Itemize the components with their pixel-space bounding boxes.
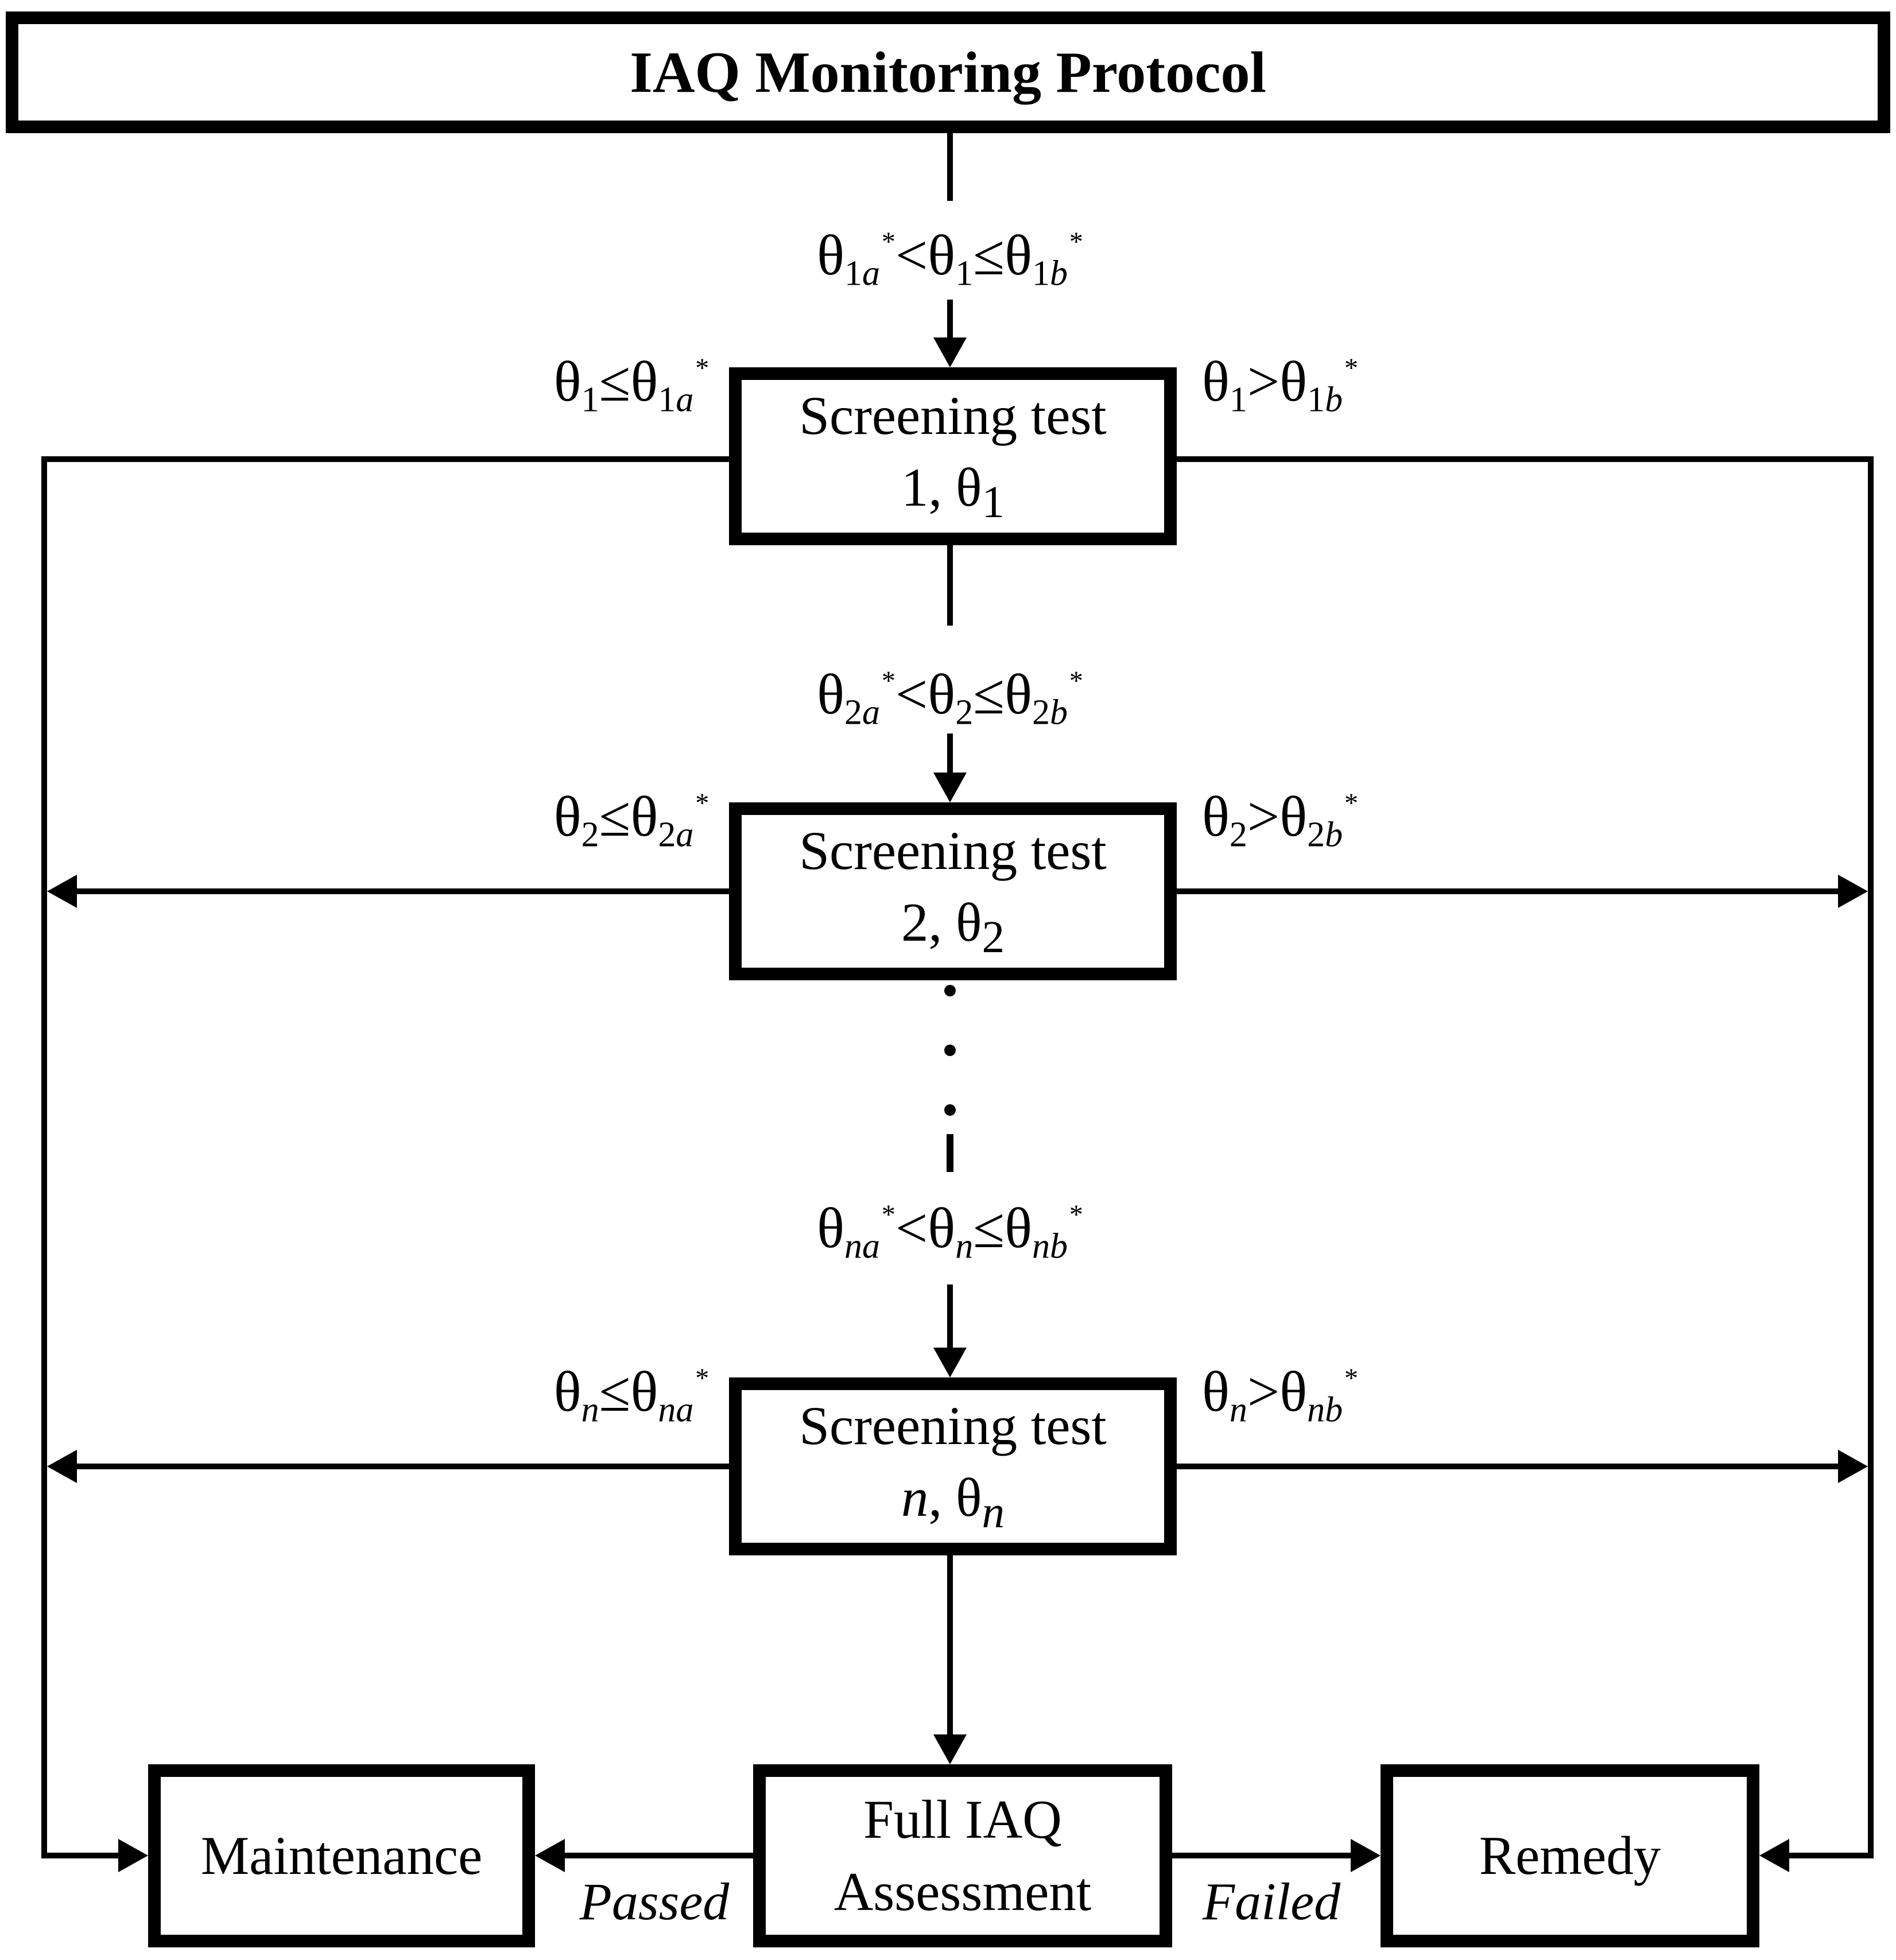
node-full-iaq-assessment: Full IAQ Assessment xyxy=(753,1764,1172,1947)
passed-edge-label: Passed xyxy=(579,1872,730,1931)
failed-edge-label: Failed xyxy=(1202,1872,1341,1931)
connector-test1-fail-line xyxy=(1177,456,1874,462)
arrowhead-failed-into-remedy-icon xyxy=(1351,1839,1381,1872)
condition-fail-testn: θn > θnb* xyxy=(1201,1360,1359,1430)
rail-fail-right xyxy=(1868,456,1874,1858)
continuation-dot-1 xyxy=(944,985,956,996)
node-screening-test-n: Screening test n, θn xyxy=(729,1377,1177,1555)
assessment-line2: Assessment xyxy=(833,1861,1092,1922)
connector-test1-to-test2-arrow-shaft xyxy=(947,733,953,774)
condition-pass-test2: θ2 ≤ θ2a* xyxy=(553,785,709,855)
connector-test1-pass-line xyxy=(41,456,729,462)
protocol-title-text: IAQ Monitoring Protocol xyxy=(630,40,1266,105)
condition-enter-test1: θ1a* < θ1 ≤ θ1b* xyxy=(817,223,1083,293)
arrowhead-testn-fail-to-rail-icon xyxy=(1838,1450,1868,1483)
connector-test2-fail-line xyxy=(1177,888,1838,894)
arrowhead-into-test2-icon xyxy=(933,773,967,802)
connector-testn-to-assessment-shaft xyxy=(947,1555,953,1736)
arrowhead-into-test1-icon xyxy=(933,337,967,367)
arrowhead-into-assessment-icon xyxy=(933,1734,967,1764)
connector-dash-before-testn xyxy=(947,1134,953,1172)
node-screening-test-1: Screening test 1, θ1 xyxy=(729,367,1177,545)
arrowhead-test2-pass-to-rail-icon xyxy=(47,875,77,908)
connector-into-testn-arrow-shaft xyxy=(947,1284,953,1349)
connector-title-to-test1-arrow-shaft xyxy=(947,300,953,339)
connector-testn-fail-line xyxy=(1177,1464,1838,1469)
screening1-line1: Screening test xyxy=(799,385,1107,447)
screeningn-line2: n, θn xyxy=(901,1467,1005,1538)
connector-rail-to-maintenance xyxy=(41,1853,118,1858)
condition-pass-test1: θ1 ≤ θ1a* xyxy=(553,350,709,420)
continuation-dot-2 xyxy=(944,1045,956,1056)
condition-enter-test2: θ2a* < θ2 ≤ θ2b* xyxy=(817,662,1083,732)
condition-fail-test2: θ2 > θ2b* xyxy=(1201,785,1359,855)
connector-test1-to-test2-segment xyxy=(947,545,953,626)
connector-rail-to-remedy xyxy=(1789,1853,1874,1858)
node-screening-test-2: Screening test 2, θ2 xyxy=(729,802,1177,980)
condition-fail-test1: θ1 > θ1b* xyxy=(1201,350,1359,420)
arrowhead-rail-into-maintenance-icon xyxy=(118,1839,148,1872)
continuation-dot-3 xyxy=(944,1104,956,1116)
assessment-line1: Full IAQ xyxy=(863,1789,1062,1850)
condition-pass-testn: θn ≤ θna* xyxy=(553,1360,709,1430)
connector-testn-pass-line xyxy=(77,1464,729,1469)
connector-title-to-test1-segment xyxy=(947,133,953,201)
node-protocol-title: IAQ Monitoring Protocol xyxy=(6,11,1890,133)
rail-pass-left xyxy=(41,456,47,1858)
screening1-line2: 1, θ1 xyxy=(901,457,1005,528)
arrowhead-rail-into-remedy-icon xyxy=(1759,1839,1789,1872)
node-maintenance: Maintenance xyxy=(148,1764,535,1947)
arrowhead-into-testn-icon xyxy=(933,1348,967,1377)
condition-enter-testn: θna* < θn ≤ θnb* xyxy=(817,1196,1083,1266)
arrowhead-passed-into-maintenance-icon xyxy=(535,1839,565,1872)
screening2-line2: 2, θ2 xyxy=(901,892,1005,963)
screening2-line1: Screening test xyxy=(799,820,1107,882)
connector-failed-line xyxy=(1172,1853,1351,1858)
arrowhead-test2-fail-to-rail-icon xyxy=(1838,875,1868,908)
screeningn-line1: Screening test xyxy=(799,1395,1107,1457)
maintenance-label: Maintenance xyxy=(200,1825,483,1886)
arrowhead-testn-pass-to-rail-icon xyxy=(47,1450,77,1483)
connector-test2-pass-line xyxy=(77,888,729,894)
remedy-label: Remedy xyxy=(1479,1825,1661,1886)
node-remedy: Remedy xyxy=(1381,1764,1759,1947)
connector-passed-line xyxy=(565,1853,753,1858)
